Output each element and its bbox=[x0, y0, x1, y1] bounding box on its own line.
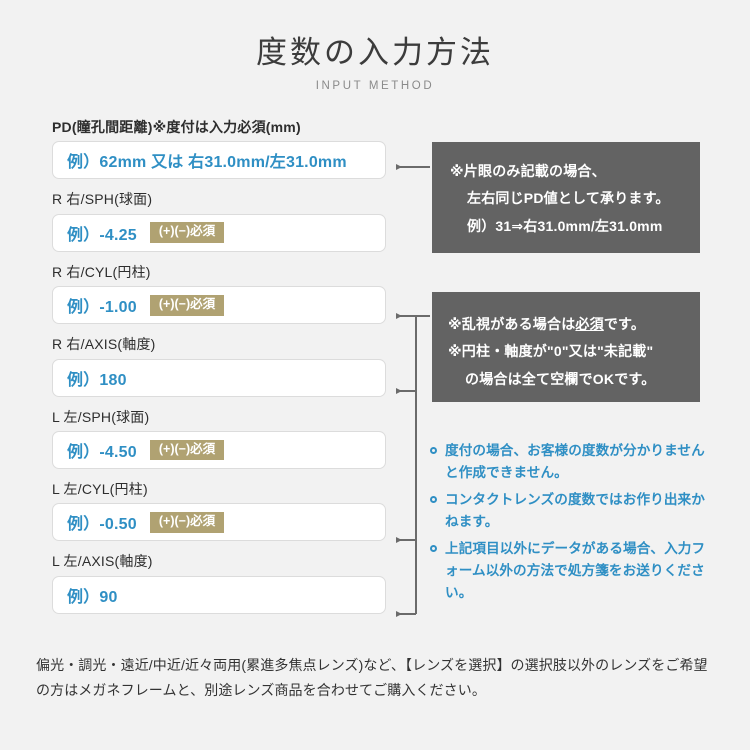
bullet-circle-icon bbox=[430, 545, 437, 553]
input-l-axis-placeholder: 例）90 bbox=[67, 588, 118, 606]
callout-pd-note: ※片眼のみ記載の場合、 左右同じPD値として承ります。 例）31⇒右31.0mm… bbox=[432, 142, 700, 253]
input-l-sph[interactable]: 例）-4.50 (+)(−)必須 bbox=[52, 430, 386, 469]
callout-cyl-line2: ※円柱・軸度が"0"又は"未記載" bbox=[448, 343, 654, 360]
input-r-sph[interactable]: 例）-4.25 (+)(−)必須 bbox=[52, 213, 386, 252]
badge-l-sph-required: (+)(−)必須 bbox=[149, 439, 225, 461]
prescription-form: PD(瞳孔間距離)※度付は入力必須(mm) 例）62mm 又は 右31.0mm/… bbox=[52, 119, 386, 627]
label-r-sph: R 右/SPH(球面) bbox=[52, 191, 153, 208]
list-item: 上記項目以外にデータがある場合、入力フォーム以外の方法で処方箋をお送りください。 bbox=[430, 538, 712, 604]
callout-cyl-line1-pre: ※乱視がある場合は bbox=[448, 316, 576, 332]
badge-r-cyl-required: (+)(−)必須 bbox=[149, 294, 225, 316]
bullet-circle-icon bbox=[430, 496, 437, 504]
notes-list: 度付の場合、お客様の度数が分かりませんと作成できません。 コンタクトレンズの度数… bbox=[430, 440, 712, 609]
input-r-axis-placeholder: 例）180 bbox=[67, 371, 127, 389]
page-title: 度数の入力方法 bbox=[256, 35, 494, 70]
note-text: 度付の場合、お客様の度数が分かりませんと作成できません。 bbox=[445, 443, 705, 481]
input-r-cyl[interactable]: 例）-1.00 (+)(−)必須 bbox=[52, 286, 386, 325]
label-r-cyl: R 右/CYL(円柱) bbox=[52, 263, 151, 280]
callout-cyl-line1: ※乱視がある場合は必須です。 bbox=[448, 314, 688, 334]
input-l-sph-placeholder: 例）-4.50 bbox=[67, 443, 137, 461]
callout-pd-line1: ※片眼のみ記載の場合、 bbox=[450, 163, 606, 179]
input-l-cyl[interactable]: 例）-0.50 (+)(−)必須 bbox=[52, 503, 386, 542]
callout-cyl-line1-underline: 必須 bbox=[575, 316, 604, 332]
note-text: コンタクトレンズの度数ではお作り出来かねます。 bbox=[445, 492, 705, 530]
label-pd: PD(瞳孔間距離)※度付は入力必須(mm) bbox=[52, 119, 301, 135]
list-item: コンタクトレンズの度数ではお作り出来かねます。 bbox=[430, 489, 712, 533]
input-pd[interactable]: 例）62mm 又は 右31.0mm/左31.0mm bbox=[52, 141, 386, 180]
callout-cyl-line1-post: です。 bbox=[603, 316, 646, 332]
footer-note: 偏光・調光・遠近/中近/近々両用(累進多焦点レンズ)など、【レンズを選択】の選択… bbox=[36, 657, 708, 698]
list-item: 度付の場合、お客様の度数が分かりませんと作成できません。 bbox=[430, 440, 712, 484]
callout-pd-line3: 例）31⇒右31.0mm/左31.0mm bbox=[467, 217, 663, 234]
badge-l-cyl-required: (+)(−)必須 bbox=[149, 511, 225, 533]
label-l-cyl: L 左/CYL(円柱) bbox=[52, 480, 148, 497]
page-header: 度数の入力方法 INPUT METHOD bbox=[0, 34, 750, 92]
callout-astigmatism-note: ※乱視がある場合は必須です。 ※円柱・軸度が"0"又は"未記載" の場合は全て空… bbox=[432, 292, 700, 402]
page-subtitle: INPUT METHOD bbox=[315, 80, 435, 93]
input-l-cyl-placeholder: 例）-0.50 bbox=[67, 516, 137, 534]
input-l-axis[interactable]: 例）90 bbox=[52, 575, 386, 614]
label-l-axis: L 左/AXIS(軸度) bbox=[52, 553, 153, 570]
label-r-axis: R 右/AXIS(軸度) bbox=[52, 336, 156, 353]
input-r-sph-placeholder: 例）-4.25 bbox=[67, 226, 137, 244]
input-pd-placeholder: 例）62mm 又は 右31.0mm/左31.0mm bbox=[67, 154, 347, 172]
callout-cyl-line3: の場合は全て空欄でOKです。 bbox=[465, 370, 656, 387]
note-text: 上記項目以外にデータがある場合、入力フォーム以外の方法で処方箋をお送りください。 bbox=[445, 541, 706, 601]
label-l-sph: L 左/SPH(球面) bbox=[52, 408, 150, 425]
callout-pd-line2: 左右同じPD値として承ります。 bbox=[467, 190, 670, 207]
bullet-circle-icon bbox=[430, 447, 437, 454]
input-r-axis[interactable]: 例）180 bbox=[52, 358, 386, 397]
badge-r-sph-required: (+)(−)必須 bbox=[149, 222, 225, 244]
input-r-cyl-placeholder: 例）-1.00 bbox=[67, 299, 137, 317]
